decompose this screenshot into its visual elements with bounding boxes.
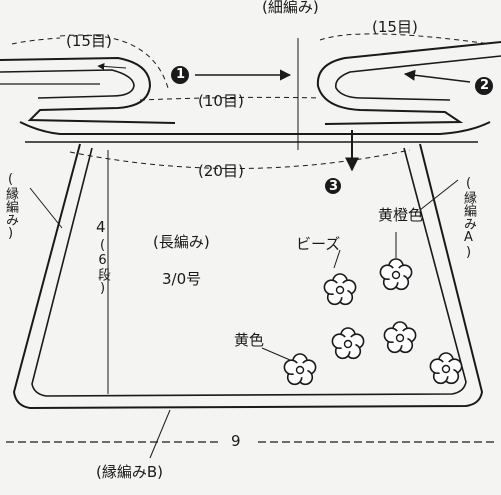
leader-right-edge: [419, 179, 459, 211]
step-number-2: 2: [480, 78, 490, 93]
step-marker-3: [325, 178, 341, 194]
leader-yellow: [261, 347, 291, 361]
yellow-label: 黄色: [234, 331, 265, 349]
left-strap-outline: [0, 56, 176, 124]
body-inner: [31, 147, 467, 397]
beads-label: ビーズ: [296, 235, 341, 253]
body-stitch-label: (長編み): [153, 233, 210, 251]
right-edge-label: (縁編みA): [461, 176, 476, 260]
flower-icon: [283, 353, 317, 386]
leader-bottom-edge: [149, 409, 171, 459]
width-label: 9: [231, 432, 241, 450]
left-edge-label: (縁編み): [3, 172, 18, 241]
flower-icon: [331, 327, 365, 360]
leader-beads: [333, 249, 341, 269]
right-strap-outline: [316, 41, 501, 125]
step-number-1: 1: [176, 67, 186, 82]
top-center-label: (細編み): [262, 0, 319, 16]
top-left-15-label: (15目): [66, 32, 112, 50]
leader-left-edge: [29, 187, 63, 229]
flower-icon: [429, 352, 463, 385]
top-right-15-label: (15目): [372, 18, 418, 36]
flower-icon: [379, 258, 413, 291]
dashed-15-left: [59, 34, 169, 89]
flower-icon: [383, 321, 417, 354]
hook-size-label: 3/0号: [162, 270, 202, 288]
step-marker-2: [475, 77, 493, 95]
mid-20-label: (20目): [198, 162, 244, 180]
rows-label: (6段): [95, 238, 110, 296]
left-strap-inner: [0, 69, 135, 99]
arrow-15-left: [97, 62, 127, 70]
mid-10-label: (10目): [198, 92, 244, 110]
dashed-15-left-b: [11, 37, 61, 45]
dashed-20: [69, 149, 411, 170]
dashed-15-right: [319, 33, 491, 45]
bottom-edge-label: (縁編みB): [96, 463, 163, 481]
arrow-2: [403, 69, 471, 83]
step-marker-1: [171, 66, 189, 84]
right-strap-inner: [334, 55, 501, 101]
top-band: [19, 121, 491, 135]
height-label: 4: [96, 218, 106, 236]
step-number-3: 3: [329, 179, 339, 194]
orange-label: 黄橙色: [378, 206, 424, 224]
body-outer: [12, 143, 484, 410]
flower-icon: [323, 273, 357, 306]
